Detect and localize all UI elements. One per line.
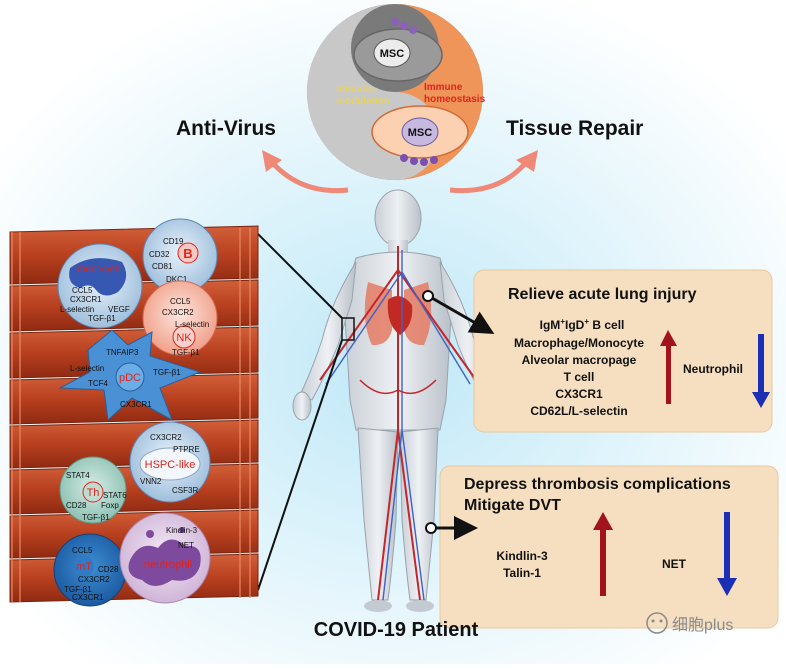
figure-caption: COVID-19 Patient bbox=[314, 619, 479, 641]
hspc-cell-marker: CX3CR2 bbox=[150, 433, 182, 442]
msc-bottom-label: MSC bbox=[408, 127, 433, 139]
monocyte-marker: CX3CR1 bbox=[70, 295, 102, 304]
thrombosis-down-label: NET bbox=[662, 557, 687, 571]
neutrophil-marker: NET bbox=[178, 541, 194, 550]
thrombosis-up-item: Kindlin-3 bbox=[496, 549, 548, 563]
hspc-cell-marker: CSF3R bbox=[172, 486, 198, 495]
lung-down-arrow bbox=[752, 334, 770, 408]
lung-up-item: IgM+IgD+ B cell bbox=[540, 317, 625, 332]
th-cell-marker: CD28 bbox=[66, 501, 87, 510]
mt-cell-name: mT bbox=[76, 561, 92, 573]
lung-up-item: T cell bbox=[564, 370, 595, 384]
pdc-cell-marker: TNFAIP3 bbox=[106, 348, 139, 357]
neutrophil-nucleus bbox=[128, 539, 201, 586]
b-cell-marker: CD81 bbox=[152, 262, 173, 271]
th-cell-marker: TGF-β1 bbox=[82, 513, 110, 522]
th-cell-marker: STAT4 bbox=[66, 471, 90, 480]
lung-up-item: Alveolar macropage bbox=[522, 353, 637, 367]
tissue-repair-label: Tissue Repair bbox=[506, 117, 643, 140]
wechat-icon-eye bbox=[659, 619, 663, 623]
lung-pointer-line bbox=[431, 296, 495, 334]
nk-cell-name: NK bbox=[176, 332, 192, 344]
homeostasis-label-1: Immune bbox=[424, 82, 463, 93]
th-cell-marker: Foxp bbox=[101, 501, 119, 510]
thrombosis-up-arrow bbox=[593, 512, 613, 596]
right-curved-arrow-head bbox=[516, 150, 538, 172]
th-cell-name: Th bbox=[87, 487, 100, 499]
pdc-cell-marker: TGF-β1 bbox=[153, 368, 181, 377]
neutrophil-granule bbox=[179, 527, 185, 533]
thrombosis-title-2: Mitigate DVT bbox=[464, 497, 561, 514]
lung-down-label: Neutrophil bbox=[683, 362, 743, 376]
right-curved-arrow bbox=[449, 158, 530, 194]
zoom-line-bottom bbox=[257, 339, 343, 591]
neutrophil-marker: Kindlin-3 bbox=[166, 526, 198, 535]
b-cell-marker: DKC1 bbox=[166, 275, 188, 284]
mt-cell-marker: CD28 bbox=[98, 565, 119, 574]
anti-virus-label: Anti-Virus bbox=[176, 117, 276, 140]
nk-cell-nucleus bbox=[172, 325, 196, 349]
th-cell-marker: STAT6 bbox=[103, 491, 127, 500]
zoom-line-top bbox=[251, 227, 343, 319]
lung-injury-title: Relieve acute lung injury bbox=[508, 286, 697, 303]
msc-top-label: MSC bbox=[380, 48, 405, 60]
lung-up-item: CD62L/L-selectin bbox=[530, 404, 627, 418]
pdc-cell-marker: L-selectin bbox=[70, 364, 104, 373]
thrombosis-pointer-dot bbox=[425, 522, 437, 534]
hspc-cell-nucleus bbox=[139, 447, 201, 481]
pdc-cell-name: pDC bbox=[119, 372, 141, 384]
left-curved-arrow bbox=[268, 158, 349, 194]
pdc-cell-nucleus bbox=[115, 362, 145, 392]
nk-cell bbox=[142, 280, 218, 356]
monocyte-nucleus bbox=[69, 258, 127, 296]
monocyte-marker: CCL5 bbox=[72, 286, 93, 295]
lung-injury-box bbox=[473, 269, 773, 433]
wechat-icon bbox=[646, 612, 668, 634]
thrombosis-title-1: Depress thrombosis complications bbox=[464, 476, 731, 493]
nk-cell-marker: CX3CR2 bbox=[162, 308, 194, 317]
thrombosis-up-item: Talin-1 bbox=[503, 566, 541, 580]
watermark-text: 细胞plus bbox=[672, 616, 733, 634]
b-cell-marker: CD19 bbox=[163, 237, 184, 246]
nk-cell-marker: CCL5 bbox=[170, 297, 191, 306]
pdc-cell-marker: TCF4 bbox=[88, 379, 109, 388]
mt-cell-marker: CCL5 bbox=[72, 546, 93, 555]
monocyte-name: monocyte bbox=[77, 264, 121, 275]
b-cell-marker: CD32 bbox=[149, 250, 170, 259]
b-cell-nucleus bbox=[177, 242, 199, 264]
mt-cell-marker: TGF-β1 bbox=[64, 585, 92, 594]
msc-circle bbox=[307, 4, 483, 180]
nk-cell-marker: TGF-β1 bbox=[172, 348, 200, 357]
mt-cell-nucleus bbox=[74, 556, 94, 576]
neutrophil-granule bbox=[146, 530, 154, 538]
hspc-cell-name: HSPC-like bbox=[145, 459, 196, 471]
lung-up-item: CX3CR1 bbox=[555, 387, 603, 401]
mt-cell-marker: CX3CR2 bbox=[78, 575, 110, 584]
immunomodulation-label-1: Immuno- bbox=[336, 84, 378, 95]
nk-cell-marker: L-selectin bbox=[175, 320, 209, 329]
thrombosis-down-arrow bbox=[717, 512, 737, 596]
mt-cell-marker: CX3CR1 bbox=[72, 593, 104, 602]
th-cell-nucleus bbox=[82, 481, 104, 503]
hspc-cell-marker: PTPRE bbox=[173, 445, 200, 454]
lung-up-arrow bbox=[660, 330, 677, 404]
monocyte-marker: VEGF bbox=[108, 305, 130, 314]
monocyte-marker: TGF-β1 bbox=[88, 314, 116, 323]
neutrophil-name: neutrophil bbox=[144, 559, 192, 571]
b-cell-name: B bbox=[183, 246, 192, 261]
immunomodulation-label-2: modulation bbox=[336, 96, 390, 107]
hspc-cell-marker: VNN2 bbox=[140, 477, 162, 486]
zoom-square bbox=[341, 317, 355, 341]
thrombosis-box bbox=[439, 465, 779, 629]
lung-pointer-dot bbox=[422, 290, 434, 302]
pdc-cell-marker: CX3CR1 bbox=[120, 400, 152, 409]
homeostasis-label-2: homeostasis bbox=[424, 94, 486, 105]
watermark: 细胞plus bbox=[646, 612, 733, 634]
left-curved-arrow-head bbox=[262, 150, 282, 172]
lung-up-item: Macrophage/Monocyte bbox=[514, 336, 644, 350]
wechat-icon-eye bbox=[651, 619, 655, 623]
monocyte-marker: L-selectin bbox=[60, 305, 94, 314]
